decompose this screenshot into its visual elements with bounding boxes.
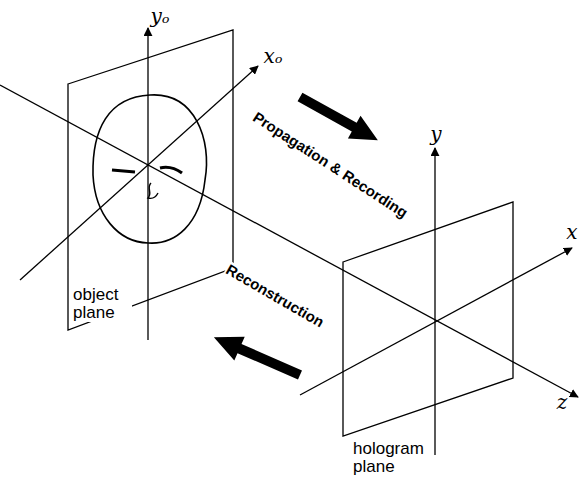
xo-axis [20,66,258,280]
process-label: Reconstruction [223,261,328,331]
face-eye [160,167,182,173]
hologram-plane [343,202,513,436]
z-axis [0,85,578,397]
plane-label: hologram plane [352,440,434,476]
axis-label: xₒ [263,46,284,67]
face-nose [148,183,158,198]
object-plane [68,30,233,330]
axis-label: z [556,392,569,413]
face-eye [112,170,135,172]
axis-label: y [429,124,442,145]
axis-label: yₒ [149,6,170,27]
x-axis [300,248,572,395]
process-label: Propagation & Recording [249,109,411,222]
axis-label: x [565,222,578,243]
yo-axis [147,28,148,340]
reconstruction-arrow [209,325,306,386]
plane-label: object plane [72,286,132,322]
y-axis [434,148,435,455]
object-face [93,95,207,243]
